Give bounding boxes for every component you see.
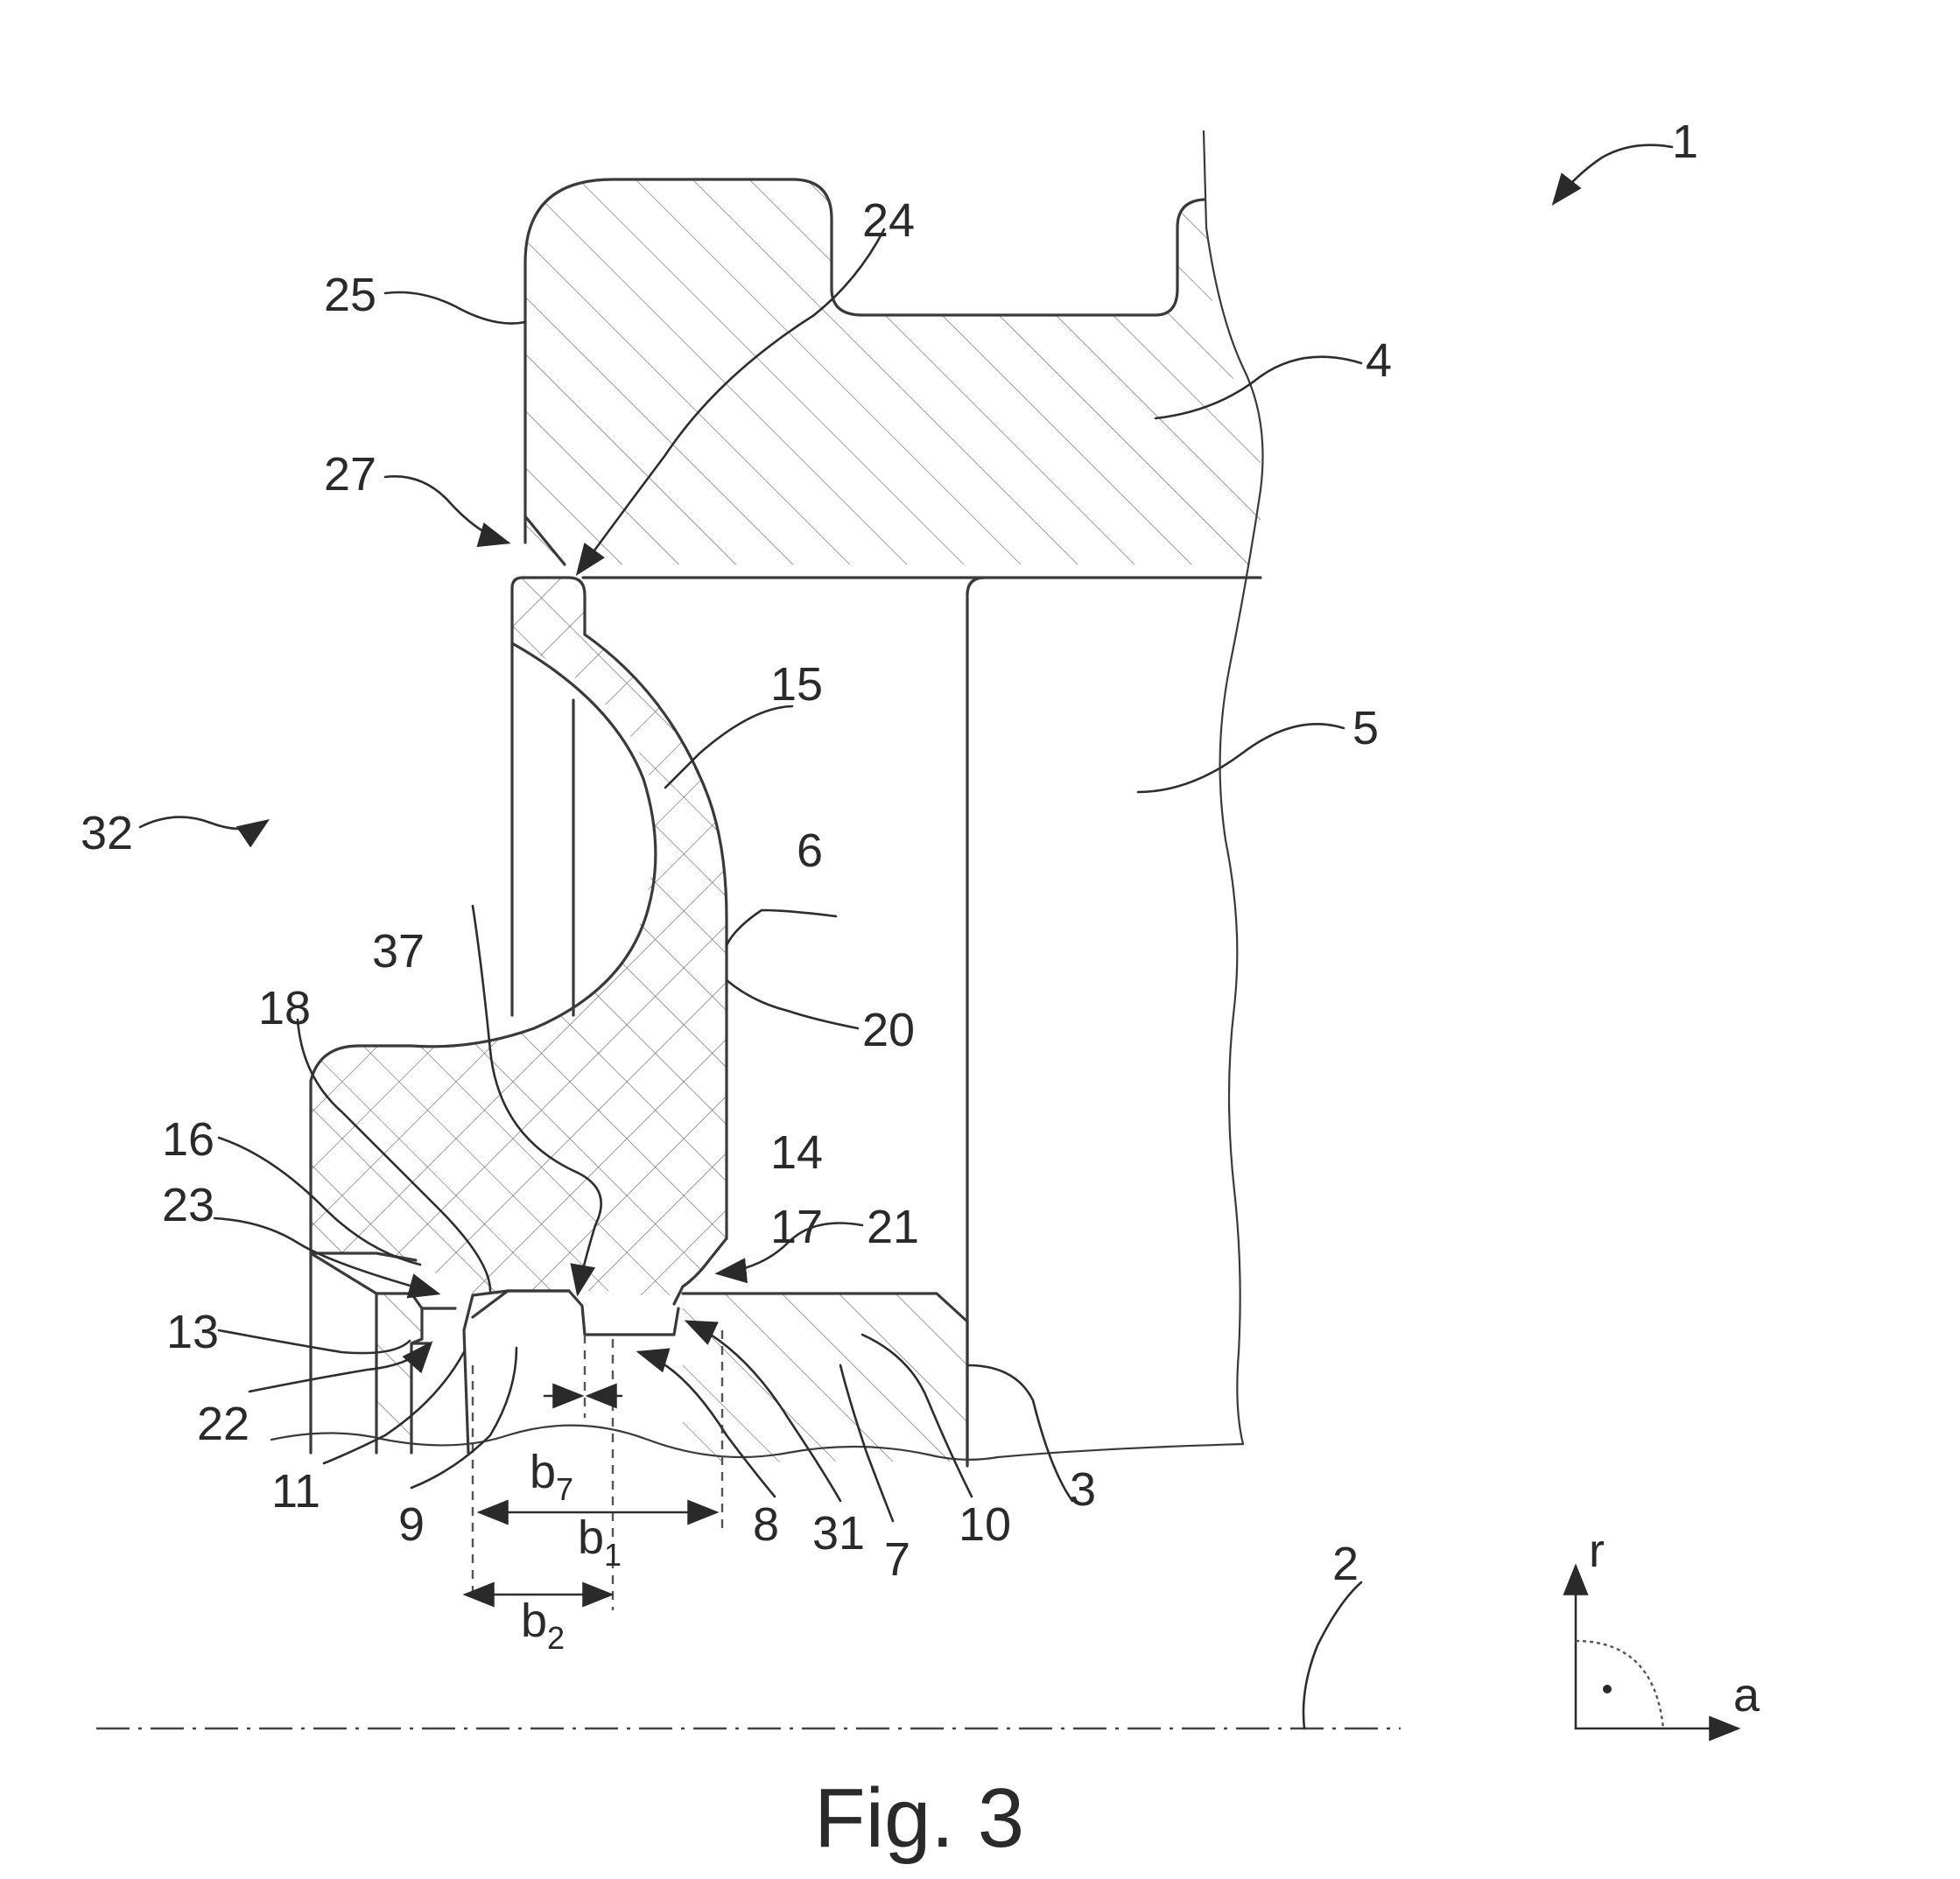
axis-label-r: r [1589,1525,1605,1577]
label-37: 37 [372,925,425,978]
label-27: 27 [324,448,376,501]
label-14: 14 [770,1126,823,1179]
label-6: 6 [797,824,823,877]
label-22: 22 [197,1398,249,1450]
dimension-projections [471,1330,724,1610]
leader-lines [138,144,1674,1730]
label-5: 5 [1352,702,1379,754]
label-21: 21 [867,1201,919,1253]
label-7: 7 [884,1533,910,1586]
label-8: 8 [753,1498,779,1551]
ring-part-7 [681,1292,969,1465]
axis-label-a: a [1733,1669,1760,1721]
label-17: 17 [770,1201,823,1253]
hub-part-5 [966,576,987,1468]
reference-labels: 1 2 3 4 5 6 7 8 9 10 11 13 14 15 16 17 1… [81,116,1698,1590]
dim-b7: b7 [530,1446,573,1507]
figure-caption: Fig. 3 [814,1771,1024,1865]
label-9: 9 [398,1498,425,1551]
coordinate-symbol [1563,1563,1741,1742]
label-31: 31 [812,1507,865,1560]
label-24: 24 [862,194,915,247]
label-3: 3 [1070,1463,1096,1516]
label-25: 25 [324,269,376,321]
label-2: 2 [1332,1538,1359,1590]
label-15: 15 [770,658,823,711]
label-13: 13 [166,1306,219,1358]
label-1: 1 [1672,116,1698,168]
label-11: 11 [271,1465,320,1518]
label-10: 10 [959,1498,1011,1551]
ring-parts-13-22 [309,1251,457,1455]
dimension-labels: b7 b1 b2 [521,1446,622,1656]
dimension-lines [462,1383,720,1608]
break-line-right [1202,130,1264,1446]
label-23: 23 [162,1179,214,1231]
label-4: 4 [1366,334,1392,387]
dim-b2: b2 [521,1595,565,1656]
label-32: 32 [81,807,133,859]
housing-part-4 [523,178,1262,579]
label-16: 16 [162,1113,214,1166]
dim-b1: b1 [578,1511,622,1573]
label-20: 20 [862,1004,915,1056]
break-line-bottom [270,1424,1245,1461]
label-18: 18 [258,982,311,1034]
seal-ring-6 [309,576,728,1455]
